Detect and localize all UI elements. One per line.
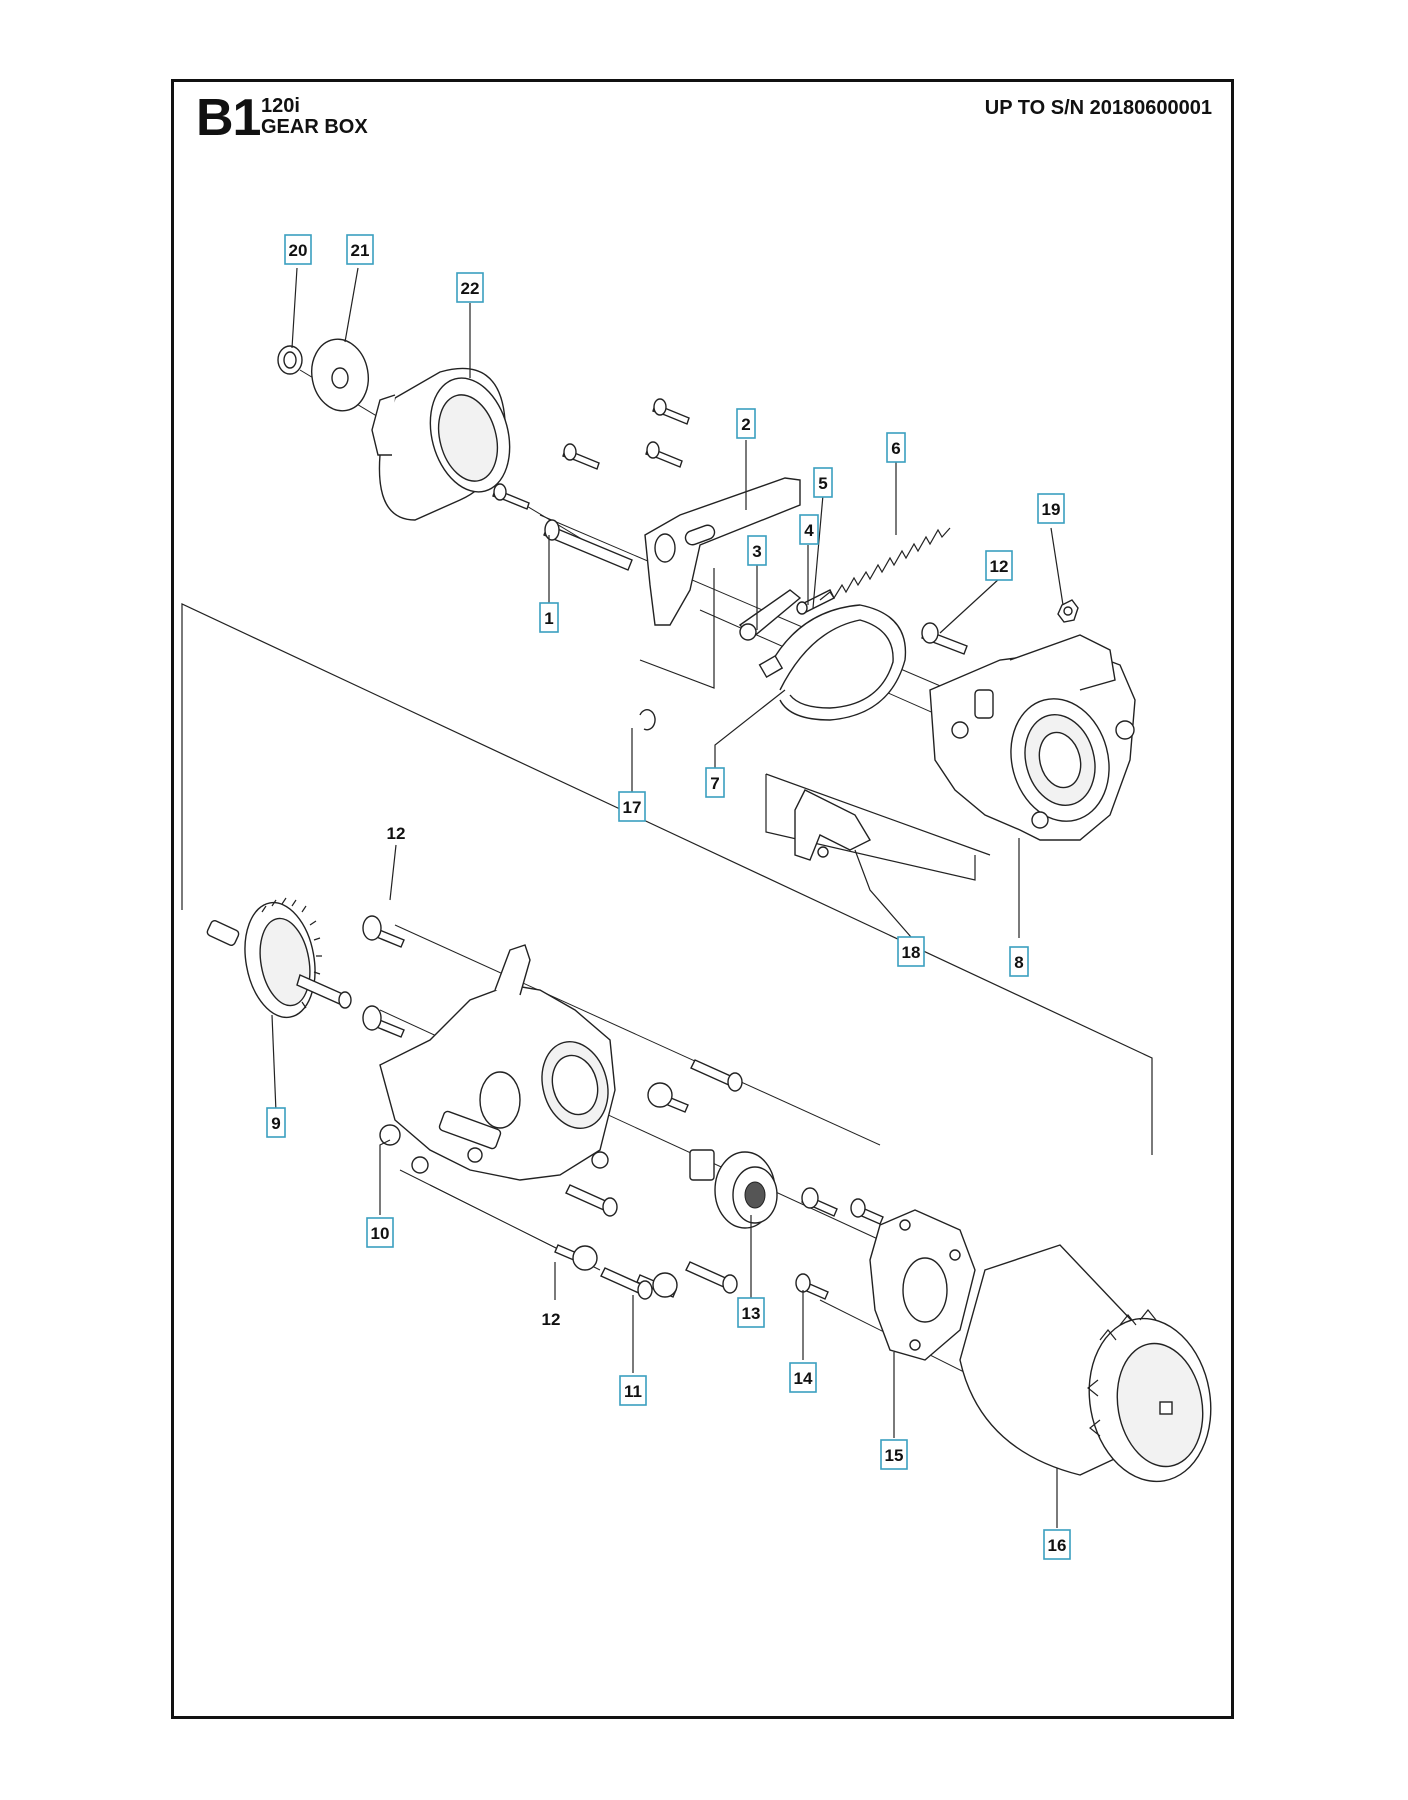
svg-text:3: 3 — [752, 542, 761, 561]
svg-text:11: 11 — [624, 1382, 642, 1401]
callout-8[interactable]: 8 — [1009, 946, 1029, 977]
callout-20[interactable]: 20 — [284, 234, 312, 265]
assembly-bracket-lines — [181, 568, 1153, 1155]
section-code: B1 — [196, 89, 261, 147]
callout-18[interactable]: 18 — [897, 936, 925, 967]
serial-note: UP TO S/N 20180600001 — [984, 97, 1212, 119]
callout-17[interactable]: 17 — [618, 791, 646, 822]
callout-2[interactable]: 2 — [736, 408, 756, 439]
model-name: 120i — [261, 95, 300, 117]
leader-12-upper — [389, 844, 397, 901]
part-clutch-drum — [371, 367, 511, 521]
svg-text:14: 14 — [794, 1369, 813, 1388]
part-gasket-plate — [869, 1209, 976, 1361]
screws-top — [492, 398, 690, 510]
callout-14[interactable]: 14 — [789, 1362, 817, 1393]
part-brake-band — [758, 604, 907, 721]
svg-text:9: 9 — [271, 1114, 280, 1133]
svg-text:8: 8 — [1014, 953, 1023, 972]
callout-12-top[interactable]: 12 — [985, 550, 1013, 581]
svg-text:18: 18 — [902, 943, 921, 962]
part-e-clip — [639, 709, 656, 731]
plain-label-12-upper: 12 — [387, 824, 406, 843]
screw-top-right — [921, 622, 968, 655]
callout-7[interactable]: 7 — [705, 767, 725, 798]
part-circlip — [277, 345, 303, 375]
callout-3[interactable]: 3 — [747, 535, 767, 566]
svg-text:2: 2 — [741, 415, 750, 434]
callout-11[interactable]: 11 — [619, 1375, 647, 1406]
part-gearbox-housing — [929, 634, 1136, 841]
leader-lines — [271, 267, 1064, 1528]
svg-text:5: 5 — [818, 474, 827, 493]
svg-text:22: 22 — [461, 279, 480, 298]
callout-15[interactable]: 15 — [880, 1439, 908, 1470]
callout-5[interactable]: 5 — [813, 467, 833, 498]
svg-text:7: 7 — [710, 774, 719, 793]
part-nut — [1057, 599, 1079, 623]
svg-text:21: 21 — [351, 241, 370, 260]
threaded-screws — [565, 1059, 743, 1300]
svg-text:10: 10 — [371, 1224, 390, 1243]
svg-text:6: 6 — [891, 439, 900, 458]
svg-text:17: 17 — [623, 798, 642, 817]
callout-13[interactable]: 13 — [737, 1297, 765, 1328]
part-lever — [738, 589, 802, 641]
part-spring — [819, 527, 951, 601]
svg-text:19: 19 — [1042, 500, 1061, 519]
callouts: 20 21 22 2 6 5 19 4 — [266, 234, 1071, 1560]
callout-22[interactable]: 22 — [456, 272, 484, 303]
callout-9[interactable]: 9 — [266, 1107, 286, 1138]
callout-4[interactable]: 4 — [799, 514, 819, 545]
callout-21[interactable]: 21 — [346, 234, 374, 265]
svg-text:20: 20 — [289, 241, 308, 260]
plain-label-12-lower: 12 — [542, 1310, 561, 1329]
part-brake-plate — [644, 477, 801, 626]
callout-6[interactable]: 6 — [886, 432, 906, 463]
part-gear-shaft — [206, 897, 352, 1019]
assembly-name: GEAR BOX — [261, 116, 368, 138]
callout-16[interactable]: 16 — [1043, 1529, 1071, 1560]
part-shaft-bolt — [543, 519, 633, 571]
callout-10[interactable]: 10 — [366, 1217, 394, 1248]
svg-text:13: 13 — [742, 1304, 761, 1323]
svg-text:12: 12 — [990, 557, 1009, 576]
callout-19[interactable]: 19 — [1037, 493, 1065, 524]
part-pawl — [794, 789, 871, 861]
part-washer — [311, 338, 369, 412]
svg-text:15: 15 — [885, 1446, 904, 1465]
part-motor — [959, 1244, 1212, 1483]
part-bearing — [689, 1149, 778, 1229]
callout-1[interactable]: 1 — [539, 602, 559, 633]
svg-text:1: 1 — [544, 609, 553, 628]
svg-text:16: 16 — [1048, 1536, 1067, 1555]
svg-text:4: 4 — [804, 521, 814, 540]
screws-lower-housing — [362, 915, 884, 1300]
part-lower-housing — [379, 944, 616, 1181]
